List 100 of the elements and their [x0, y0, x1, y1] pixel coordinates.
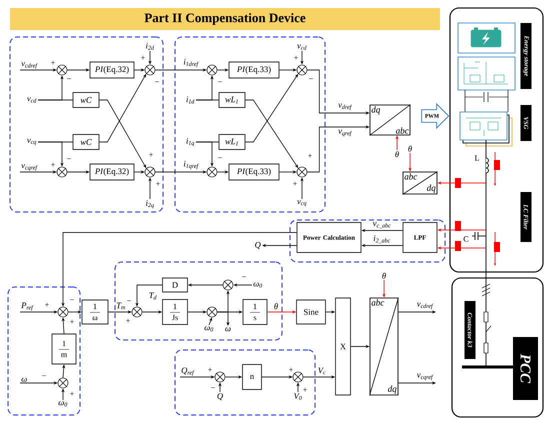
sign-label: +: [141, 56, 145, 60]
edge-label: V$_{c}$: [317, 366, 327, 375]
signal-label: V$_{0}$: [294, 393, 302, 400]
summing-junction: [296, 64, 308, 76]
transfer-function-block: 1 m: [52, 334, 76, 364]
sign-label: +: [308, 154, 312, 158]
edge-label: v$_{cdref}$: [416, 302, 434, 310]
signal-label: Q: [255, 242, 261, 249]
signal-label: i$_{1q}$: [186, 138, 194, 146]
sign-label: +: [51, 162, 55, 166]
sign-label: +: [156, 182, 160, 186]
dashed-group-frame: [174, 36, 326, 212]
edge-label: v$_{c_abc}$: [372, 222, 392, 229]
sign-label: −: [309, 78, 313, 79]
signal-label: v$_{cd}$: [27, 97, 36, 103]
sign-label: +: [126, 318, 130, 322]
signal-label: i$_{2q}$: [146, 200, 154, 208]
equipment-panel: [451, 277, 544, 418]
edge-label: v$_{cqref}$: [416, 372, 434, 381]
summing-junction: [206, 166, 218, 178]
sign-label: +: [293, 182, 297, 186]
edge-label: v$_{qref}$: [338, 129, 352, 137]
signal-label: v$_{cqref}$: [21, 164, 38, 171]
summing-junction: [222, 280, 234, 290]
signal-label: θ: [408, 146, 412, 152]
function-block: wC: [72, 134, 100, 150]
signal-label: ω$_{0}$: [253, 282, 262, 288]
summing-junction: [56, 64, 68, 76]
dashed-group-frame: [114, 262, 282, 340]
transfer-function-block: 1 ω: [82, 300, 108, 324]
signal-label: θ: [382, 272, 386, 279]
sign-label: +: [51, 60, 55, 64]
sign-label: −: [67, 158, 71, 159]
summing-junction: [214, 372, 226, 382]
edge-label: v$_{dref}$: [338, 103, 352, 111]
edge-label: T$_{d}$: [148, 292, 158, 300]
equipment-panel: [449, 7, 544, 273]
sign-label: +: [303, 388, 307, 392]
function-block: wL$_{1}$: [218, 134, 246, 150]
sign-label: L: [474, 155, 479, 161]
transfer-function-block: 1 Js: [162, 299, 188, 325]
edge-label: T$_{m}$: [116, 302, 126, 310]
transform-block: dq abc: [369, 104, 411, 136]
function-block: PI(Eq.32): [90, 62, 134, 78]
edge-label: θ: [273, 302, 279, 310]
summing-junction: [58, 378, 68, 388]
signal-label: v$_{cq}$: [27, 138, 36, 146]
signal-label: v$_{cq}$: [297, 200, 306, 206]
sign-label: C: [464, 236, 468, 242]
sign-label: −: [67, 78, 71, 79]
summing-junction: [56, 166, 68, 178]
dashed-group-frame: [290, 220, 446, 262]
summing-junction: [292, 372, 304, 382]
sign-label: +: [294, 56, 298, 60]
signal-label: v$_{cdref}$: [21, 62, 38, 69]
transform-block: abc dq: [369, 297, 399, 396]
sign-label: +: [70, 320, 74, 324]
function-block: n: [242, 364, 262, 390]
signal-label: ω: [22, 378, 27, 382]
summing-junction: [132, 306, 142, 318]
transfer-function-block: 1 s: [242, 299, 268, 325]
signal-label: ω$_{0}$: [204, 326, 214, 332]
sign-label: +: [70, 392, 74, 396]
sign-label: −: [127, 300, 131, 301]
bus-block: PCC: [513, 337, 538, 400]
signal-label: v$_{cd}$: [297, 44, 306, 50]
function-block: PI(Eq.33): [228, 164, 280, 180]
signal-label: ω$_{0}$: [58, 401, 68, 406]
transform-block: abc dq: [402, 171, 438, 195]
edge-label: i$_{1dref}$: [182, 58, 200, 68]
sign-label: +: [208, 368, 212, 372]
summing-junction: [58, 306, 68, 318]
signal-label: i$_{2d}$: [146, 42, 154, 50]
sign-label: +: [45, 302, 49, 306]
summing-junction: [206, 306, 218, 318]
sign-label: +: [149, 152, 153, 156]
signal-label: P$_{ref}$: [21, 302, 34, 311]
signal-label: Q$_{ref}$: [182, 367, 194, 376]
sign-label: +: [289, 368, 293, 372]
dashed-group-frame: [10, 36, 164, 212]
summing-junction: [144, 64, 156, 76]
title-banner: Part II Compensation Device: [10, 8, 440, 30]
summing-junction: [206, 64, 218, 76]
signal-label: θ: [395, 151, 399, 158]
summing-junction: [296, 166, 308, 178]
function-block: wC: [72, 92, 100, 108]
function-block: PI(Eq.32): [90, 164, 134, 180]
edge-label: i$_{1qref}$: [182, 160, 200, 170]
summing-junction: [144, 166, 156, 178]
edge-label: i$_{2_abc}$: [372, 234, 392, 244]
sign-label: −: [242, 276, 246, 277]
function-block: PI(Eq.33): [228, 62, 280, 78]
dashed-group-frame: [174, 350, 316, 416]
function-block: D: [162, 278, 188, 292]
signal-label: Q: [217, 393, 223, 400]
dashed-group-frame: [8, 286, 80, 416]
function-block: X: [335, 298, 351, 396]
function-block: wL$_{1}$: [218, 92, 246, 108]
signal-label: ω: [225, 327, 231, 332]
signal-label: i$_{1d}$: [186, 96, 194, 104]
